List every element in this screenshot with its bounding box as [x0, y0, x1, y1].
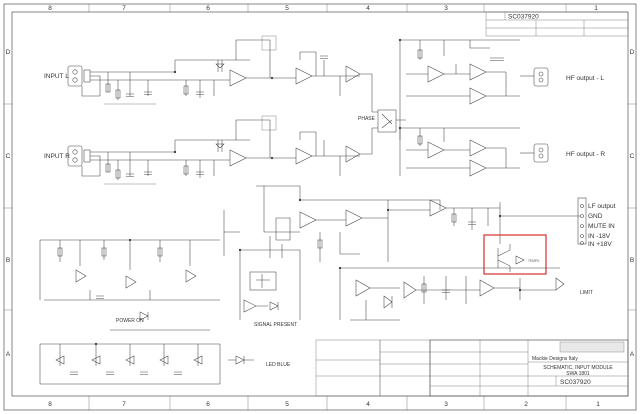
title-block: Mackie Designs Italy SCHEMATIC, INPUT MO… — [315, 339, 629, 397]
lf-connector-icon — [577, 197, 587, 245]
zone-col-label: 3 — [444, 5, 448, 12]
input-l-label: INPUT L — [44, 73, 69, 80]
title-doc-number: SC037920 — [560, 379, 591, 386]
lf-summing-section — [256, 185, 580, 262]
regulator-row — [39, 343, 221, 385]
zone-col-label: 8 — [48, 401, 52, 408]
power-on-label: POWER ON — [116, 318, 144, 324]
tempo-label: TEMPO — [528, 259, 540, 263]
zone-col-label: 5 — [285, 5, 289, 12]
zone-columns-top: 8 7 6 5 4 3 1 — [48, 5, 598, 12]
zone-row-label: B — [630, 257, 634, 264]
zone-rows: D C B A D C B A — [6, 49, 635, 358]
zone-col-label: 1 — [594, 5, 598, 12]
hf-output-l-section: HF output - L — [399, 39, 604, 140]
company-name: Mackie Designs Italy — [532, 356, 578, 362]
tempo-highlight: TEMPO — [483, 234, 547, 275]
phase-label: PHASE — [358, 116, 376, 122]
limit-section: LIMIT — [339, 267, 593, 321]
revision-doc-number: SC037920 — [508, 14, 539, 21]
input-r-channel: INPUT R — [44, 115, 373, 185]
signal-present-label: SIGNAL PRESENT — [254, 322, 297, 328]
zone-col-label: 7 — [122, 5, 126, 12]
zone-col-label: 7 — [122, 401, 126, 408]
mute-in-label: MUTE IN — [588, 223, 615, 230]
xlr-connector-icon — [67, 65, 91, 87]
lf-connector-block: LF output GND MUTE IN IN -18V IN +18V — [577, 197, 616, 248]
hf-output-r-label: HF output - R — [566, 151, 605, 158]
revision-block: SC037920 — [485, 11, 629, 37]
drawing-frame — [3, 3, 637, 411]
zone-row-label: D — [630, 49, 635, 56]
hf-output-l-label: HF output - L — [566, 75, 604, 82]
zone-col-label: 4 — [366, 401, 370, 408]
zone-row-label: B — [6, 257, 10, 264]
xlr-connector-icon — [67, 145, 91, 167]
gnd-label: GND — [588, 213, 603, 220]
signal-present-section: SIGNAL PRESENT — [223, 210, 301, 328]
input-l-channel: INPUT L — [44, 35, 373, 112]
in-minus-18v-label: IN -18V — [588, 233, 611, 240]
zone-columns-bottom: 8 7 6 5 4 3 2 1 — [48, 401, 600, 408]
power-section: POWER ON — [39, 239, 220, 331]
zone-col-label: 3 — [444, 401, 448, 408]
zone-row-label: C — [6, 153, 11, 160]
zone-col-label: 4 — [366, 5, 370, 12]
zone-col-label: 8 — [48, 5, 52, 12]
zone-col-label: 1 — [596, 401, 600, 408]
phase-switch: PHASE — [358, 109, 406, 133]
highlight-box — [483, 234, 547, 275]
zone-col-label: 2 — [524, 401, 528, 408]
zone-col-label: 5 — [285, 401, 289, 408]
led-blue-label: LED BLUE — [266, 362, 291, 368]
limit-label: LIMIT — [580, 290, 593, 296]
hf-l-connector-icon — [533, 67, 549, 87]
title-line-2: SWA 1801 — [566, 371, 590, 377]
zone-row-label: A — [630, 351, 635, 358]
title-line-1: SCHEMATIC, INPUT MODULE — [543, 365, 613, 371]
input-r-label: INPUT R — [44, 153, 70, 160]
hf-r-connector-icon — [533, 143, 549, 163]
in-plus-18v-label: IN +18V — [588, 241, 612, 248]
led-blue-section: LED BLUE — [228, 355, 291, 368]
junction-dots — [94, 38, 522, 346]
hf-output-r-section: HF output - R — [399, 127, 605, 177]
zone-row-label: C — [630, 153, 635, 160]
lf-output-label: LF output — [588, 203, 616, 210]
zone-row-label: A — [6, 351, 11, 358]
zone-col-label: 6 — [206, 5, 210, 12]
mackie-logo-icon — [559, 341, 625, 353]
zone-col-label: 6 — [206, 401, 210, 408]
zone-row-label: D — [6, 49, 11, 56]
